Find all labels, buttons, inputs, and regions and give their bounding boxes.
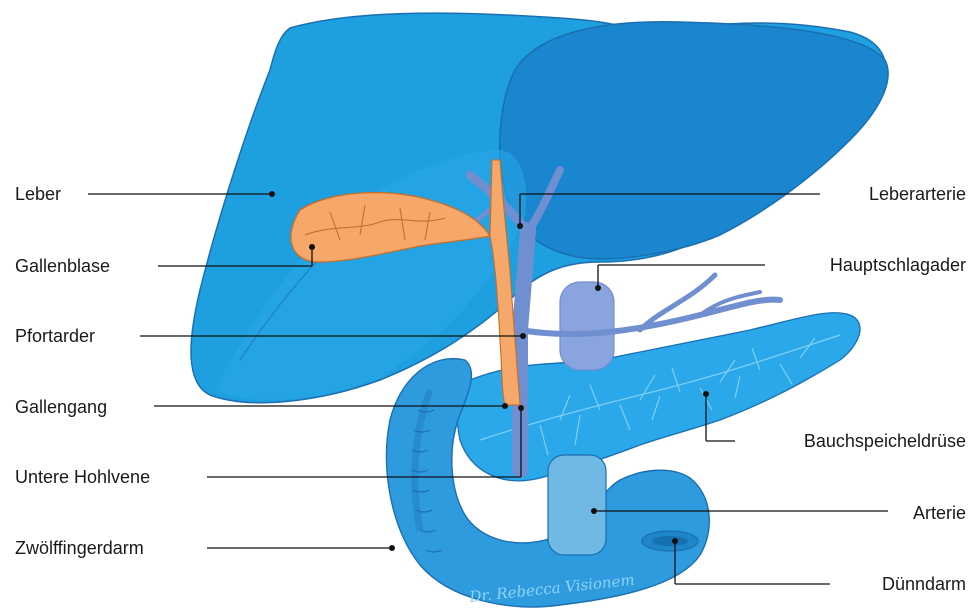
label-leber: Leber — [15, 184, 61, 204]
label-bauchspeicheldruese: Bauchspeicheldrüse — [804, 431, 966, 451]
label-untere-hohlvene: Untere Hohlvene — [15, 467, 150, 487]
label-gallenblase: Gallenblase — [15, 256, 110, 276]
label-gallengang: Gallengang — [15, 397, 107, 417]
label-arterie: Arterie — [913, 503, 966, 523]
label-leberarterie: Leberarterie — [869, 184, 966, 204]
label-hauptschlagader: Hauptschlagader — [830, 255, 966, 275]
label-pfortarder: Pfortarder — [15, 326, 95, 346]
label-duenndarm: Dünndarm — [882, 574, 966, 594]
label-zwoelffingerdarm: Zwölffingerdarm — [15, 538, 144, 558]
